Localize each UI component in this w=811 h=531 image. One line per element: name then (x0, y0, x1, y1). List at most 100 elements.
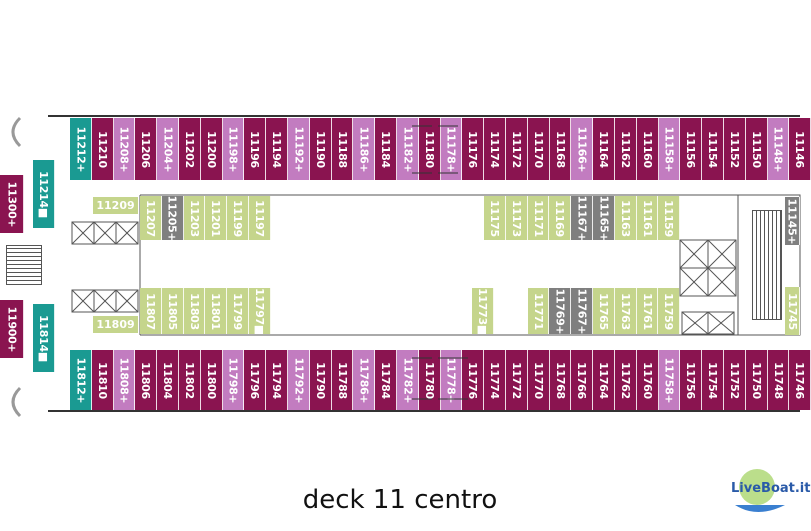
cabin-bottom-inner-right-5[interactable]: 11763 (614, 288, 637, 334)
cabin-bottom-24[interactable]: 11764 (593, 350, 615, 410)
cabin-bottom-33[interactable]: 11746 (789, 350, 811, 410)
cabin-bottom-inner-right-6[interactable]: 11761 (636, 288, 659, 334)
cabin-top-24[interactable]: 11164 (593, 118, 615, 180)
cabin-top-14[interactable]: 11184 (375, 118, 397, 180)
cabin-top-0[interactable]: 11212+ (70, 118, 92, 180)
cabin-bottom-11[interactable]: 11790 (309, 350, 332, 410)
cabin-top-inner-right-0[interactable]: 11175 (484, 196, 506, 240)
cabin-top-inner-right-8[interactable]: 11159 (658, 196, 681, 240)
cabin-bottom-12[interactable]: 11788 (331, 350, 354, 410)
cabin-right-bottom[interactable]: 11745 (785, 287, 800, 335)
cabin-bottom-1[interactable]: 11810 (91, 350, 114, 410)
cabin-top-1[interactable]: 11210 (91, 118, 114, 180)
cabin-top-8[interactable]: 11196 (244, 118, 267, 180)
cabin-bottom-inner-left-3[interactable]: 11801 (205, 288, 228, 334)
cabin-top-inner-left-1[interactable]: 11205+ (161, 195, 184, 241)
cabin-bottom-8[interactable]: 11796 (244, 350, 267, 410)
cabin-bottom-23[interactable]: 11766 (571, 350, 594, 410)
cabin-top-21[interactable]: 11170 (527, 118, 550, 180)
cabin-top-4[interactable]: 11204+ (157, 118, 179, 180)
cabin-bottom-6[interactable]: 11800 (200, 350, 223, 410)
cabin-bottom-28[interactable]: 11756 (680, 350, 703, 410)
cabin-bottom-inner-left-2[interactable]: 11803 (183, 288, 206, 334)
cabin-bottom-7[interactable]: 11798+ (222, 350, 245, 410)
cabin-bottom-inner-left-1[interactable]: 11805 (161, 288, 184, 334)
cabin-top-inner-right-4[interactable]: 11167+ (571, 195, 593, 241)
cabin-top-27[interactable]: 11158+ (658, 118, 681, 180)
cabin-top-11[interactable]: 11190 (309, 118, 332, 180)
cabin-bottom-9[interactable]: 11794 (266, 350, 288, 410)
cabin-bottom-19[interactable]: 11774 (484, 350, 506, 410)
cabin-top-29[interactable]: 11154 (702, 118, 724, 180)
cabin-top-18[interactable]: 11176 (462, 118, 485, 180)
cabin-flat-top[interactable]: 11209 (93, 197, 138, 214)
cabin-bottom-2[interactable]: 11808+ (113, 350, 136, 410)
cabin-bottom-30[interactable]: 11752 (724, 350, 746, 410)
cabin-bottom-inner-left-0[interactable]: 11807 (140, 288, 162, 334)
cabin-top-30[interactable]: 11152 (724, 118, 746, 180)
cabin-top-inner-left-2[interactable]: 11203 (183, 196, 206, 240)
cabin-side-bottom[interactable]: 11814■ (33, 304, 55, 372)
cabin-top-25[interactable]: 11162 (615, 118, 637, 180)
cabin-bottom-27[interactable]: 11758+ (658, 350, 681, 410)
cabin-bottom-0[interactable]: 11812+ (70, 350, 92, 410)
cabin-top-20[interactable]: 11172 (506, 118, 528, 180)
cabin-bottom-22[interactable]: 11768 (549, 350, 572, 410)
cabin-top-inner-left-5[interactable]: 11197 (249, 196, 271, 240)
cabin-top-31[interactable]: 11150 (745, 118, 768, 180)
cabin-top-inner-right-7[interactable]: 11161 (636, 196, 659, 240)
cabin-top-17[interactable]: 11178+ (440, 118, 463, 180)
cabin-bottom-inner-right-3[interactable]: 11767+ (571, 288, 593, 334)
cabin-bottom-17[interactable]: 11778+ (440, 350, 463, 410)
cabin-bottom-18[interactable]: 11776 (462, 350, 485, 410)
cabin-top-7[interactable]: 11198+ (222, 118, 245, 180)
cabin-top-15[interactable]: 11182+ (397, 118, 419, 180)
cabin-top-inner-left-4[interactable]: 11199 (227, 196, 249, 240)
cabin-top-6[interactable]: 11200 (200, 118, 223, 180)
cabin-top-3[interactable]: 11206 (135, 118, 158, 180)
cabin-bottom-4[interactable]: 11804 (157, 350, 179, 410)
cabin-top-32[interactable]: 11148+ (767, 118, 790, 180)
cabin-top-28[interactable]: 11156 (680, 118, 703, 180)
cabin-bottom-inner-right-4[interactable]: 11765 (593, 288, 615, 334)
cabin-top-inner-left-0[interactable]: 11207 (140, 196, 162, 240)
cabin-bottom-13[interactable]: 11786+ (353, 350, 376, 410)
cabin-bottom-inner-right-1[interactable]: 11771 (527, 288, 550, 334)
cabin-top-inner-right-3[interactable]: 11169 (549, 196, 572, 240)
cabin-bottom-14[interactable]: 11784 (375, 350, 397, 410)
cabin-top-16[interactable]: 11180 (418, 118, 441, 180)
cabin-bottom-25[interactable]: 11762 (615, 350, 637, 410)
cabin-bottom-20[interactable]: 11772 (506, 350, 528, 410)
cabin-right-top[interactable]: 11145+ (785, 197, 800, 245)
cabin-bottom-inner-right-7[interactable]: 11759 (658, 288, 681, 334)
cabin-top-2[interactable]: 11208+ (113, 118, 136, 180)
cabin-edge-top[interactable]: 11300+ (0, 175, 24, 233)
cabin-bottom-15[interactable]: 11782+ (397, 350, 419, 410)
cabin-side-top[interactable]: 11214■ (33, 160, 55, 228)
cabin-bottom-5[interactable]: 11802 (179, 350, 201, 410)
cabin-top-12[interactable]: 11188 (331, 118, 354, 180)
cabin-bottom-31[interactable]: 11750 (745, 350, 768, 410)
cabin-bottom-inner-left-5[interactable]: 11797■ (249, 288, 271, 334)
cabin-bottom-inner-right-2[interactable]: 11769+ (549, 288, 572, 334)
cabin-top-9[interactable]: 11194 (266, 118, 288, 180)
cabin-top-inner-right-2[interactable]: 11171 (527, 196, 550, 240)
cabin-top-inner-right-5[interactable]: 11165+ (593, 195, 615, 241)
cabin-top-inner-right-6[interactable]: 11163 (614, 196, 637, 240)
cabin-top-inner-right-1[interactable]: 11173 (505, 196, 528, 240)
cabin-bottom-inner-right-0[interactable]: 11773■ (472, 288, 494, 334)
cabin-bottom-3[interactable]: 11806 (135, 350, 158, 410)
cabin-bottom-16[interactable]: 11780 (418, 350, 441, 410)
cabin-flat-bottom[interactable]: 11809 (93, 316, 138, 333)
cabin-top-10[interactable]: 11192+ (288, 118, 310, 180)
cabin-top-22[interactable]: 11168 (549, 118, 572, 180)
cabin-top-19[interactable]: 11174 (484, 118, 506, 180)
cabin-top-inner-left-3[interactable]: 11201 (205, 196, 228, 240)
cabin-top-5[interactable]: 11202 (179, 118, 201, 180)
cabin-bottom-21[interactable]: 11770 (527, 350, 550, 410)
cabin-top-26[interactable]: 11160 (636, 118, 659, 180)
cabin-top-13[interactable]: 11186+ (353, 118, 376, 180)
cabin-bottom-inner-left-4[interactable]: 11799 (227, 288, 249, 334)
cabin-top-23[interactable]: 11166+ (571, 118, 594, 180)
cabin-top-33[interactable]: 11146 (789, 118, 811, 180)
